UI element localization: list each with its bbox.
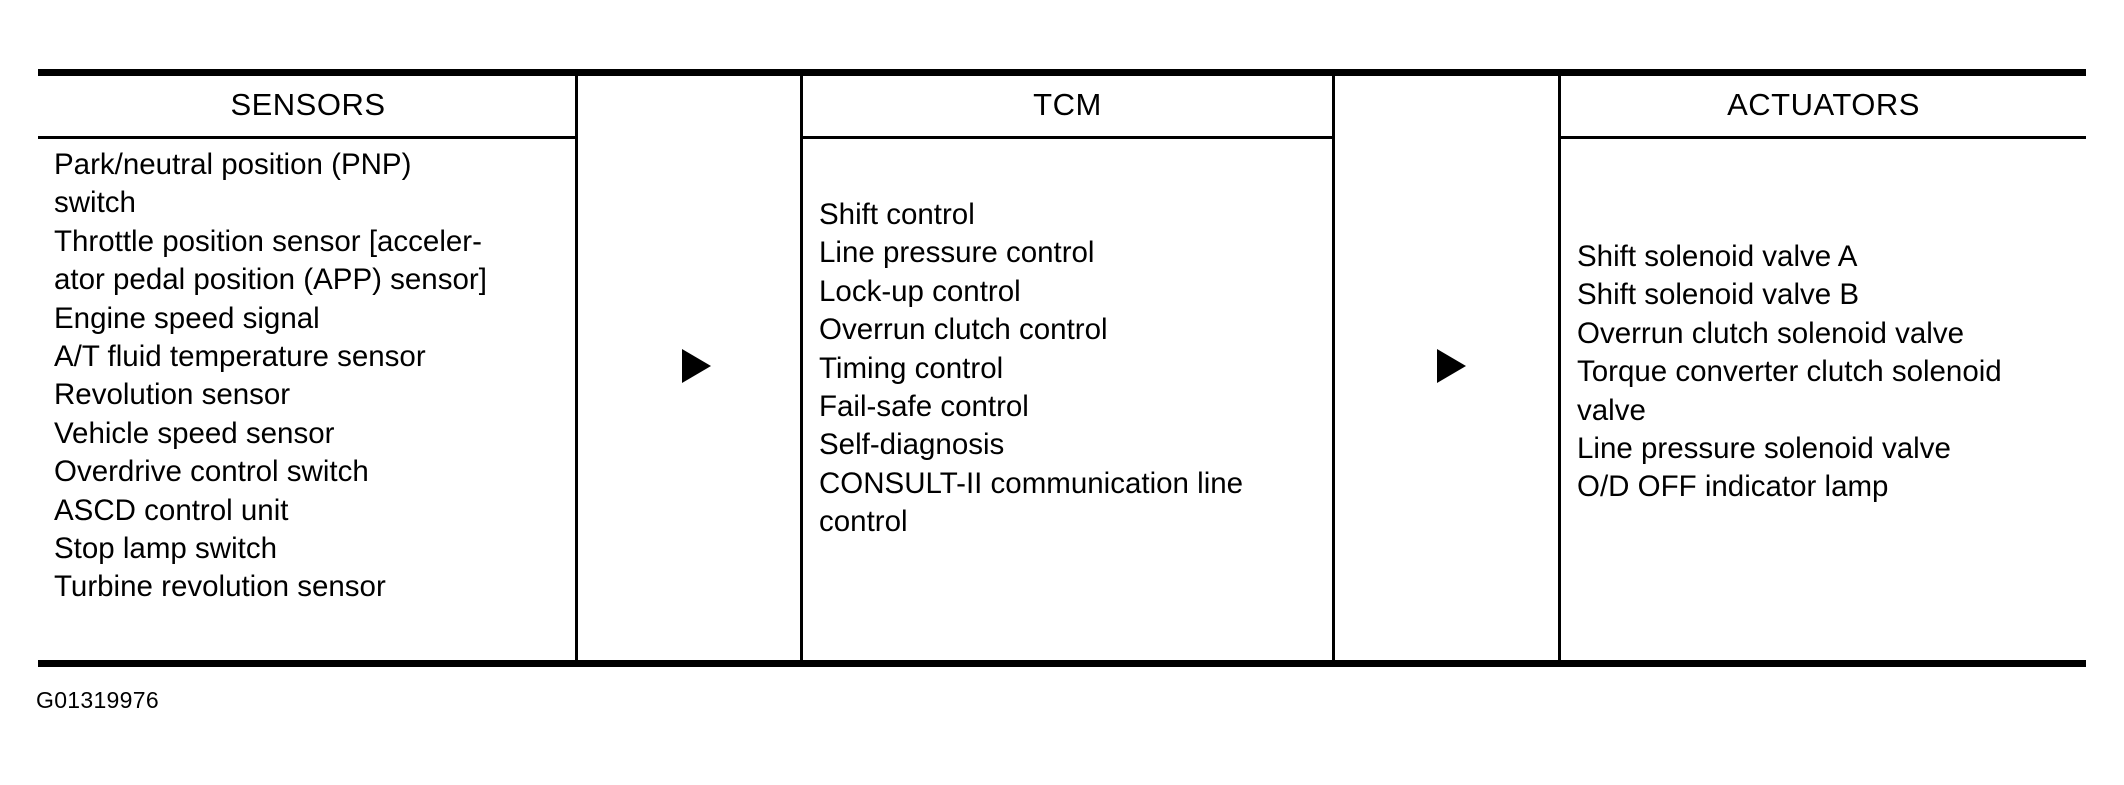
list-item: Shift solenoid valve B	[1577, 278, 1860, 312]
sensors-box-right-edge	[575, 72, 578, 662]
sensors-item-list: Park/neutral position (PNP) switch Throt…	[54, 146, 569, 607]
figure-caption: G01319976	[36, 687, 159, 713]
list-item: Timing control	[819, 351, 1004, 385]
list-item: Park/neutral position (PNP) switch	[54, 148, 412, 220]
list-item: ASCD control unit	[54, 493, 289, 527]
list-item: A/T fluid temperature sensor	[54, 340, 426, 374]
right-triangle-arrow-icon	[1437, 349, 1466, 383]
list-item: Vehicle speed sensor	[54, 416, 335, 450]
list-item: CONSULT-II communication line control	[819, 466, 1244, 539]
list-item: Fail-safe control	[819, 390, 1029, 424]
list-item: Line pressure control	[819, 236, 1095, 270]
list-item: Revolution sensor	[54, 378, 291, 412]
tcm-box-left-edge	[800, 72, 803, 662]
tcm-header-separator	[800, 136, 1335, 139]
list-item: Shift control	[819, 198, 975, 231]
list-item: Overrun clutch solenoid valve	[1577, 316, 1964, 350]
tcm-box-title: TCM	[1033, 87, 1102, 122]
list-item: Turbine revolution sensor	[54, 570, 386, 604]
list-item: Stop lamp switch	[54, 532, 277, 566]
actuators-header-separator	[1558, 136, 2086, 139]
right-triangle-arrow-icon	[682, 349, 711, 383]
list-item: Self-diagnosis	[819, 428, 1005, 462]
list-item: O/D OFF indicator lamp	[1577, 470, 1889, 504]
list-item: Overdrive control switch	[54, 455, 369, 489]
tcm-item-list: Shift control Line pressure control Lock…	[819, 196, 1319, 542]
tcm-box-right-edge	[1332, 72, 1335, 662]
list-item: Torque converter clutch solenoid valve	[1577, 355, 2002, 427]
list-item: Line pressure solenoid valve	[1577, 432, 1951, 466]
list-item: Lock-up control	[819, 274, 1021, 308]
sensors-box-title: SENSORS	[230, 87, 386, 122]
list-item: Overrun clutch control	[819, 313, 1108, 347]
list-item: Engine speed signal	[54, 301, 320, 335]
diagram-top-rule	[38, 69, 2086, 76]
actuators-item-list: Shift solenoid valve A Shift solenoid va…	[1577, 238, 2077, 507]
diagram-bottom-rule	[38, 660, 2086, 667]
actuators-box-title: ACTUATORS	[1727, 87, 1920, 122]
actuators-box-left-edge	[1558, 72, 1561, 662]
list-item: Shift solenoid valve A	[1577, 240, 1858, 273]
list-item: Throttle position sensor [acceler- ator …	[54, 224, 487, 297]
sensors-header-separator	[38, 136, 578, 139]
